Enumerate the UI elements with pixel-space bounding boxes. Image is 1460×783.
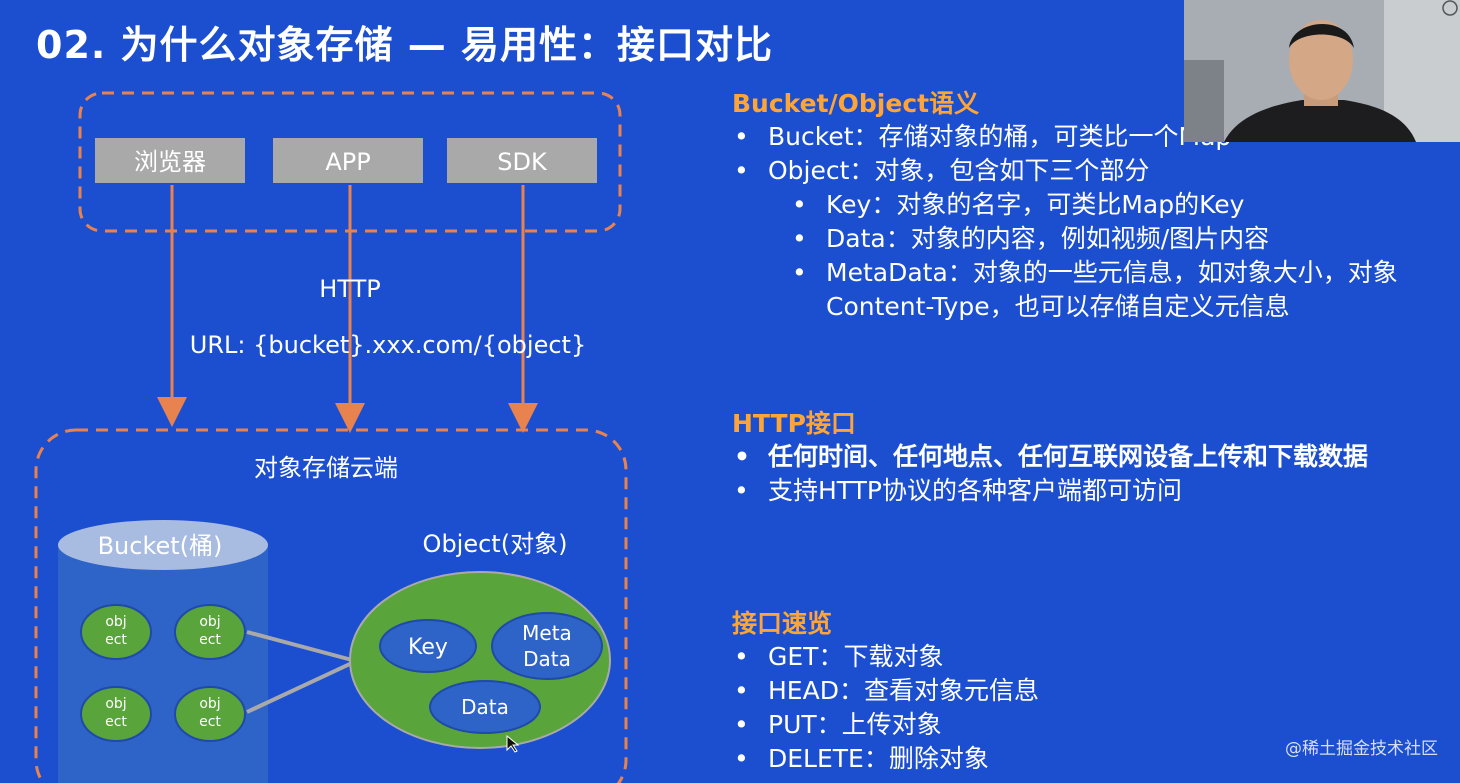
- semantics-sublist: Key：对象的名字，可类比Map的Key Data：对象的内容，例如视频/图片内…: [732, 188, 1447, 324]
- bucket-object-2-line1: obj: [199, 614, 220, 630]
- connector-line-2: [246, 661, 353, 714]
- overview-item-get: GET：下载对象: [732, 640, 1447, 674]
- slide-title: 02. 为什么对象存储 — 易用性：接口对比: [36, 23, 774, 67]
- client-label-browser: 浏览器: [134, 148, 206, 176]
- overview-list: GET：下载对象 HEAD：查看对象元信息 PUT：上传对象 DELETE：删除…: [732, 640, 1447, 776]
- semantics-sub-key: Key：对象的名字，可类比Map的Key: [732, 188, 1447, 222]
- semantics-title: Bucket/Object语义: [732, 89, 980, 118]
- connector-line-1: [246, 630, 353, 662]
- cloud-border: [34, 428, 628, 783]
- semantics-section: Bucket/Object语义 Bucket：存储对象的桶，可类比一个Map O…: [732, 88, 1447, 324]
- client-label-sdk: SDK: [497, 148, 548, 176]
- client-box-browser: [95, 138, 245, 183]
- bucket-body: [58, 545, 268, 783]
- object-part-metadata-line2: Data: [523, 647, 571, 671]
- bucket-object-3: obj ect: [80, 686, 152, 742]
- object-part-data-label: Data: [461, 695, 509, 719]
- http-item-anytime: 任何时间、任何地点、任何互联网设备上传和下载数据: [732, 440, 1447, 474]
- bucket-object-3-line2: ect: [105, 714, 127, 730]
- presenter-video-frame: [1184, 0, 1460, 142]
- architecture-diagram: 浏览器 APP SDK HTTP URL: {bucket}.xxx.com/{…: [34, 91, 628, 783]
- http-section: HTTP接口 任何时间、任何地点、任何互联网设备上传和下载数据 支持HTTP协议…: [732, 408, 1447, 508]
- bucket-object-4-line1: obj: [199, 696, 220, 712]
- overview-item-head: HEAD：查看对象元信息: [732, 674, 1447, 708]
- client-label-app: APP: [325, 148, 370, 176]
- bucket-object-2-line2: ect: [199, 632, 221, 648]
- protocol-label: HTTP: [319, 275, 380, 303]
- bucket-object-1-line1: obj: [105, 614, 126, 630]
- bucket-object-3-line1: obj: [105, 696, 126, 712]
- overview-section: 接口速览 GET：下载对象 HEAD：查看对象元信息 PUT：上传对象 DELE…: [732, 608, 1447, 776]
- object-part-key: [379, 619, 477, 673]
- watermark: @稀土掘金技术社区: [1285, 739, 1438, 759]
- semantics-sub-data: Data：对象的内容，例如视频/图片内容: [732, 222, 1447, 256]
- mouse-cursor-icon: [506, 734, 520, 753]
- semantics-item-object: Object：对象，包含如下三个部分: [732, 154, 1447, 188]
- overview-item-delete: DELETE：删除对象: [732, 742, 1447, 776]
- overview-title: 接口速览: [732, 609, 833, 638]
- client-box-sdk: [447, 138, 597, 183]
- bucket-top: [58, 520, 268, 570]
- http-title: HTTP接口: [732, 409, 856, 438]
- cloud-label: 对象存储云端: [254, 454, 398, 482]
- bucket-object-4: obj ect: [174, 686, 246, 742]
- bucket-object-1-line2: ect: [105, 632, 127, 648]
- client-box-app: [273, 138, 423, 183]
- semantics-list: Bucket：存储对象的桶，可类比一个Map Object：对象，包含如下三个部…: [732, 120, 1447, 188]
- object-part-data: [429, 680, 541, 734]
- semantics-sub-metadata: MetaData：对象的一些元信息，如对象大小，对象Content-Type，也…: [732, 256, 1447, 324]
- object-label: Object(对象): [423, 530, 568, 558]
- url-label: URL: {bucket}.xxx.com/{object}: [190, 331, 586, 359]
- object-part-metadata-line1: Meta: [522, 621, 572, 645]
- bucket-object-2: obj ect: [174, 604, 246, 660]
- bucket-object-1: obj ect: [80, 604, 152, 660]
- object-part-key-label: Key: [408, 635, 448, 660]
- bucket-label: Bucket(桶): [98, 532, 223, 560]
- overview-item-put: PUT：上传对象: [732, 708, 1447, 742]
- http-list: 任何时间、任何地点、任何互联网设备上传和下载数据 支持HTTP协议的各种客户端都…: [732, 440, 1447, 508]
- bucket-object-4-line2: ect: [199, 714, 221, 730]
- semantics-item-bucket: Bucket：存储对象的桶，可类比一个Map: [732, 120, 1447, 154]
- presenter-webcam: [1184, 0, 1460, 142]
- http-item-clients: 支持HTTP协议的各种客户端都可访问: [732, 474, 1447, 508]
- object-part-metadata: [491, 612, 603, 680]
